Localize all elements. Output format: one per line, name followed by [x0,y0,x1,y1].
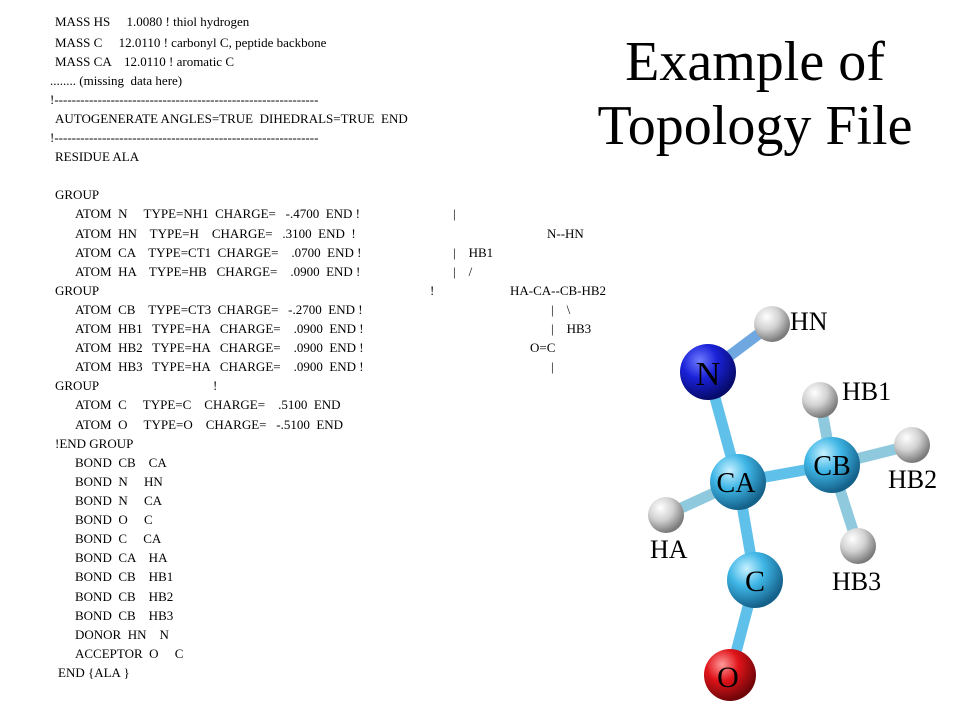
code-line: BOND C CA [75,531,162,546]
label-hb3: HB3 [832,567,881,596]
atom-hb3 [840,528,876,564]
atom-ha [648,497,684,533]
code-line: END {ALA } [58,665,130,680]
label-n: N [696,356,721,393]
code-line: ATOM HN TYPE=H CHARGE= .3100 END ! [75,226,356,241]
code-line: GROUP [55,283,100,298]
code-line: BOND CA HA [75,550,168,565]
label-hn: HN [790,307,828,336]
ascii-art: N--HN [547,226,584,241]
label-c: C [745,565,765,598]
label-ca: CA [717,468,757,499]
label-hb2: HB2 [888,465,937,494]
code-line: AUTOGENERATE ANGLES=TRUE DIHEDRALS=TRUE … [55,111,408,126]
code-line: ATOM O TYPE=O CHARGE= -.5100 END [75,417,344,432]
label-ha: HA [650,535,688,564]
code-line: BOND CB HB2 [75,589,174,604]
ascii-art: ! [430,283,435,298]
ascii-art: | [453,206,456,221]
topology-listing: MASS HS 1.0080 ! thiol hydrogen MASS C 1… [50,14,607,680]
title-line-1: Example of [625,31,885,93]
code-line: ATOM HA TYPE=HB CHARGE= .0900 END ! [75,264,361,279]
code-line: ATOM HB1 TYPE=HA CHARGE= .0900 END ! [75,321,364,336]
code-line: ATOM CB TYPE=CT3 CHARGE= -.2700 END ! [75,302,363,317]
code-line: GROUP [55,378,100,393]
code-line: BOND O C [75,512,153,527]
atom-o [704,649,756,701]
atom-hb2 [894,427,930,463]
atom-n [680,344,736,400]
label-cb: CB [813,451,850,482]
atom-cb [804,437,860,493]
code-line: !---------------------------------------… [50,130,319,145]
ascii-art: | HB3 [551,321,592,336]
atom-hn [754,306,790,342]
ascii-art: O=C [530,340,556,355]
code-line: RESIDUE ALA [55,149,140,164]
code-line: MASS HS 1.0080 ! thiol hydrogen [55,14,250,29]
code-line: ATOM C TYPE=C CHARGE= .5100 END [75,397,341,412]
code-line: BOND CB HB3 [75,608,174,623]
code-line: !---------------------------------------… [50,92,319,107]
code-line: BOND N CA [75,493,163,508]
code-line: ATOM CA TYPE=CT1 CHARGE= .0700 END ! [75,245,362,260]
label-hb1: HB1 [842,377,891,406]
code-line: ATOM HB2 TYPE=HA CHARGE= .0900 END ! [75,340,364,355]
label-o: O [717,661,739,694]
ascii-art: | / [453,264,473,279]
ascii-art: ! [213,378,218,393]
code-line: BOND CB HB1 [75,569,174,584]
code-line: ........ (missing data here) [50,73,183,88]
code-line: ACCEPTOR O C [75,646,184,661]
code-line: MASS CA 12.0110 ! aromatic C [55,54,234,69]
title-line-2: Topology File [597,95,913,157]
alanine-molecule-model: N CA CB C O HN HB1 HB2 HA HB3 [648,306,937,701]
code-line: MASS C 12.0110 ! carbonyl C, peptide bac… [55,35,327,50]
code-line: ATOM N TYPE=NH1 CHARGE= -.4700 END ! [75,206,361,221]
atom-ca [710,454,766,510]
atom-c [727,552,783,608]
code-line: ATOM HB3 TYPE=HA CHARGE= .0900 END ! [75,359,364,374]
ascii-art: | \ [551,302,571,317]
code-line: GROUP [55,187,100,202]
code-line: BOND N HN [75,474,163,489]
ascii-art: HA-CA--CB-HB2 [510,283,607,298]
code-line: BOND CB CA [75,455,167,470]
slide-title: Example of Topology File [575,30,935,158]
atom-hb1 [802,382,838,418]
code-line: DONOR HN N [75,627,169,642]
ascii-art: | [551,359,554,374]
ascii-art: | HB1 [453,245,494,260]
code-line: !END GROUP [55,436,134,451]
